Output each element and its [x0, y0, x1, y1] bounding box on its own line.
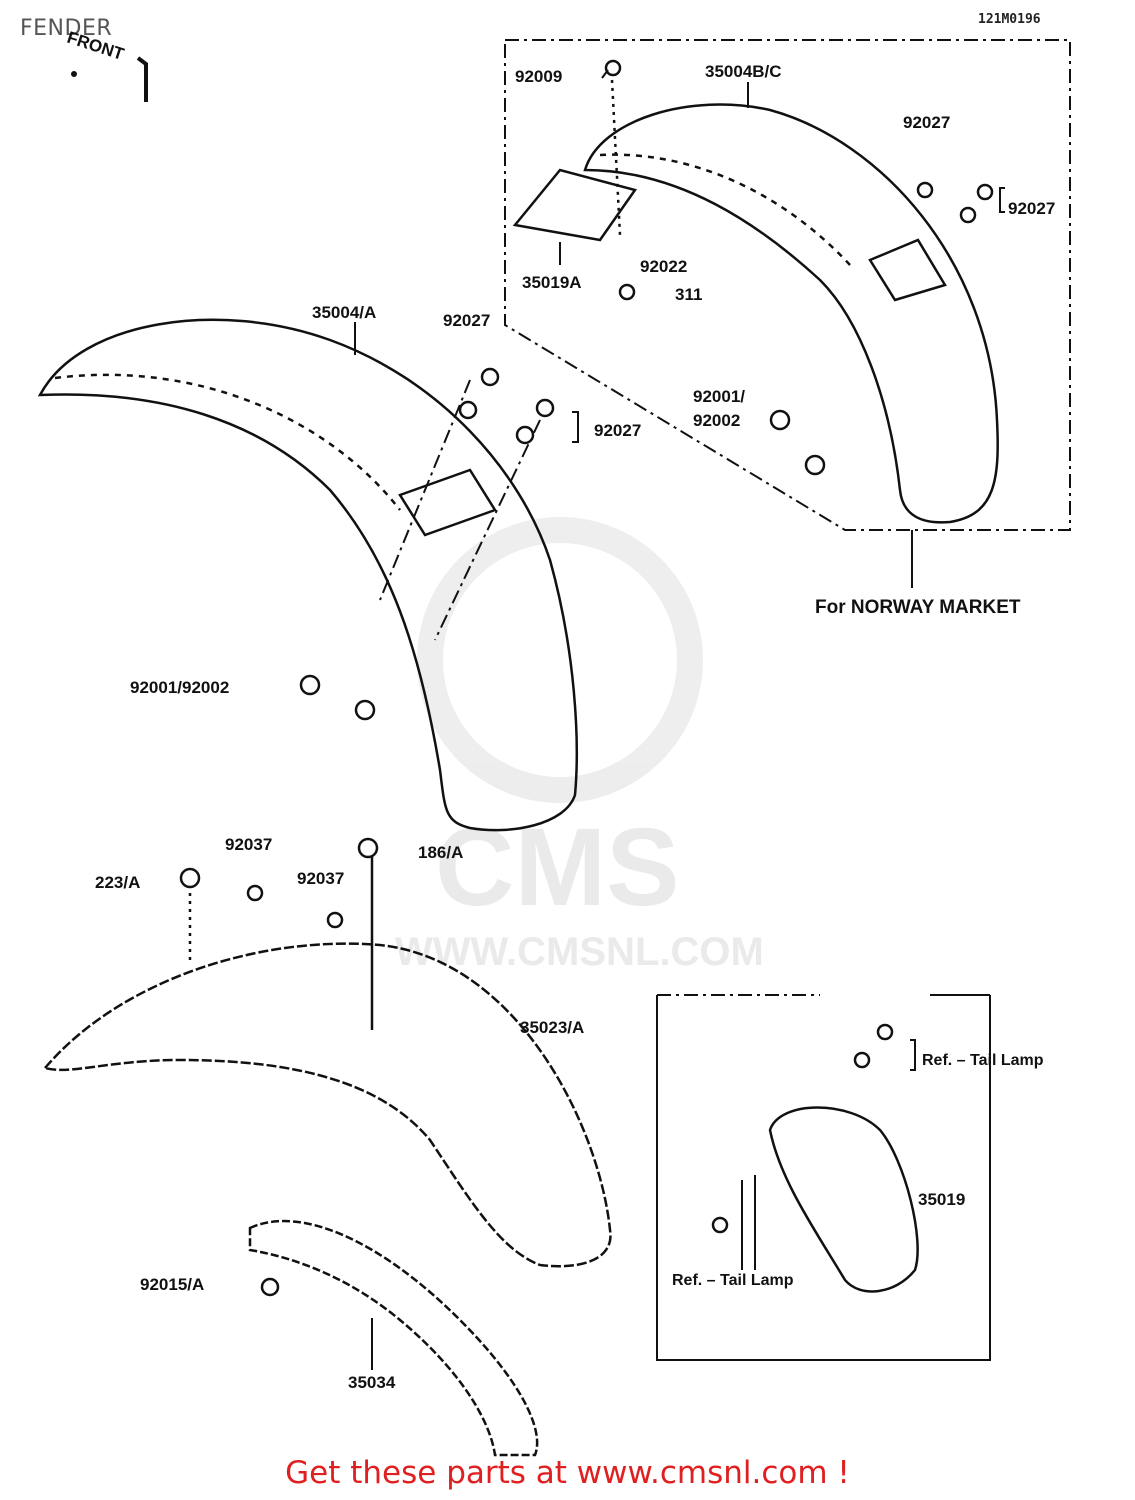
part-35034-label: 35034 [348, 1373, 396, 1392]
bracket-92027-norway [999, 187, 1005, 213]
bolt-92001-icon [769, 409, 791, 431]
nut-92027d-icon [480, 367, 500, 387]
page-title: FENDER [20, 16, 113, 41]
front-marker-bracket [136, 56, 148, 102]
watermark-url: WWW.CMSNL.COM [395, 930, 764, 974]
tail-lamp-box-outline [656, 995, 991, 1361]
bracket-tail-lamp-ref [910, 1039, 916, 1071]
tail-lamp-box [656, 994, 991, 1361]
front-marker-dot [71, 71, 77, 77]
nut-92027f-icon [535, 398, 555, 418]
hardware [179, 59, 994, 1297]
plate-bracket-outline [512, 168, 638, 242]
part-186a-label: 186/A [418, 843, 463, 862]
rear-flap-outline [248, 1219, 539, 1457]
bolt-223-icon [179, 867, 201, 889]
part-92027-label: 92027 [903, 113, 950, 132]
rear-fender-outline [583, 103, 999, 524]
front-fender-centerline [379, 379, 471, 601]
part-92001-label: 92001/ [693, 387, 745, 406]
nut-92027b-icon [976, 183, 994, 201]
part-92027-b-label: 92027 [1008, 199, 1055, 218]
nut-92015-icon [260, 1277, 280, 1297]
part-labels: 92009 35004B/C 92027 92027 35019A 92022 … [95, 62, 1055, 1392]
part-35019-label: 35019 [918, 1190, 965, 1209]
nut-92037b-icon [326, 911, 344, 929]
part-223a-label: 223/A [95, 873, 140, 892]
front-marker-label: FRONT [65, 28, 127, 64]
part-92001-92002-label: 92001/92002 [130, 678, 229, 697]
plate-bracket [512, 79, 638, 242]
part-92015a-label: 92015/A [140, 1275, 204, 1294]
watermark-logo: CMS [435, 806, 679, 929]
front-marker: FRONT [65, 28, 148, 102]
part-92027-d-label: 92027 [594, 421, 641, 440]
watermark: CMS WWW.CMSNL.COM [395, 517, 764, 974]
part-35023a-label: 35023/A [520, 1018, 584, 1037]
nut-92027c-icon [959, 206, 977, 224]
part-35019a-label: 35019A [522, 273, 582, 292]
rear-fender-norway [583, 103, 999, 524]
norway-market-note: For NORWAY MARKET [815, 597, 1021, 618]
rear-fender-35023-outline [42, 942, 612, 1268]
nut-311-icon [618, 283, 636, 301]
part-35004a-label: 35004/A [312, 303, 376, 322]
part-92002-label: 92002 [693, 411, 740, 430]
tail-lamp-ref-note-1: Ref. – Tail Lamp [922, 1052, 1044, 1069]
nut-92037-icon [246, 884, 264, 902]
front-fender-mount-plate [398, 468, 497, 537]
part-92027-c-label: 92027 [443, 311, 490, 330]
part-311-label: 311 [675, 285, 702, 304]
watermark-mascot-outline [417, 517, 703, 803]
norway-box-outline [504, 39, 1071, 531]
front-fender [37, 318, 578, 832]
bolt-92001c-icon [299, 674, 321, 696]
bolt-92001b-icon [804, 454, 826, 476]
nut-tail-lamp-icon [876, 1023, 894, 1041]
rear-fender-mount-plate [868, 238, 947, 302]
tail-lamp-bracket-35019 [768, 1106, 919, 1293]
rear-fender [42, 855, 612, 1268]
part-92037-label: 92037 [225, 835, 272, 854]
part-35004bc-label: 35004B/C [705, 62, 782, 81]
bolt-92009-axis [610, 79, 622, 236]
diagram-ref-code: 121M0196 [978, 12, 1041, 27]
norway-market-box [504, 39, 1071, 588]
bolt-92009-icon [604, 59, 622, 77]
rear-flap [248, 1219, 539, 1457]
bolt-92001d-icon [354, 699, 376, 721]
part-92037-b-label: 92037 [297, 869, 344, 888]
front-fender-centerline-2 [434, 419, 541, 641]
cmsnl-footer-link[interactable]: Get these parts at www.cmsnl.com ! [285, 1455, 850, 1491]
leader-92009 [601, 69, 609, 79]
nut-92027e-icon [458, 400, 478, 420]
bolt-186-icon [357, 837, 379, 859]
rear-fender-rib [599, 153, 851, 266]
nut-92027-icon [916, 181, 934, 199]
part-92009-label: 92009 [515, 67, 562, 86]
nut-92027g-icon [515, 425, 535, 445]
front-fender-rib [54, 373, 401, 511]
nut-tail-lamp-b-icon [853, 1051, 871, 1069]
bracket-92027 [572, 411, 579, 443]
front-fender-outline [37, 318, 578, 832]
leader-lines [354, 69, 1005, 1370]
tail-lamp-ref-note-2: Ref. – Tail Lamp [672, 1272, 794, 1289]
part-92022-label: 92022 [640, 257, 687, 276]
nut-tail-lamp-c-icon [711, 1216, 729, 1234]
